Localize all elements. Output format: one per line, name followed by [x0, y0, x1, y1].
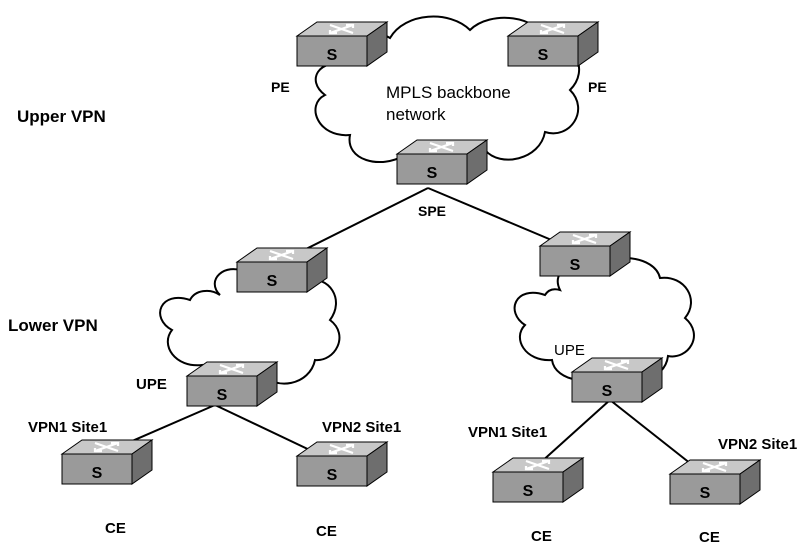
ce1-label: CE: [105, 520, 126, 537]
lower-vpn-label: Lower VPN: [8, 316, 98, 335]
left-branch-switch-icon: S: [235, 246, 329, 294]
ce3-switch-icon: S: [491, 456, 585, 504]
vpn1-site1-left-label: VPN1 Site1: [28, 419, 107, 436]
vpn1-site1-right-label: VPN1 Site1: [468, 424, 547, 441]
spe-switch-icon: S: [395, 138, 489, 186]
svg-text:S: S: [327, 467, 338, 484]
svg-text:S: S: [427, 165, 438, 182]
pe-left-label: PE: [271, 79, 290, 95]
upper-vpn-label: Upper VPN: [17, 107, 106, 126]
mpls-backbone-label-line2: network: [386, 105, 446, 124]
ce3-label: CE: [531, 528, 552, 544]
vpn2-site1-left-label: VPN2 Site1: [322, 419, 401, 436]
pe-right-switch-icon: S: [506, 20, 600, 68]
ce1-switch-icon: S: [60, 438, 154, 486]
svg-text:S: S: [327, 47, 338, 64]
svg-text:S: S: [92, 465, 103, 482]
upe-right-label: UPE: [554, 342, 585, 359]
svg-text:S: S: [538, 47, 549, 64]
ce4-switch-icon: S: [668, 458, 762, 506]
vpn2-site1-right-label: VPN2 Site1: [718, 436, 797, 453]
pe-left-switch-icon: S: [295, 20, 389, 68]
svg-text:S: S: [267, 273, 278, 290]
svg-text:S: S: [602, 383, 613, 400]
svg-text:S: S: [700, 485, 711, 502]
svg-text:S: S: [570, 257, 581, 274]
spe-label: SPE: [418, 203, 446, 219]
mpls-backbone-label-line1: MPLS backbone: [386, 83, 511, 102]
upe-left-switch-icon: S: [185, 360, 279, 408]
svg-text:S: S: [217, 387, 228, 404]
right-branch-switch-icon: S: [538, 230, 632, 278]
svg-text:S: S: [523, 483, 534, 500]
upe-right-switch-icon: S: [570, 356, 664, 404]
ce4-label: CE: [699, 529, 720, 544]
upe-left-label: UPE: [136, 376, 167, 393]
ce2-switch-icon: S: [295, 440, 389, 488]
pe-right-label: PE: [588, 79, 607, 95]
ce2-label: CE: [316, 523, 337, 540]
